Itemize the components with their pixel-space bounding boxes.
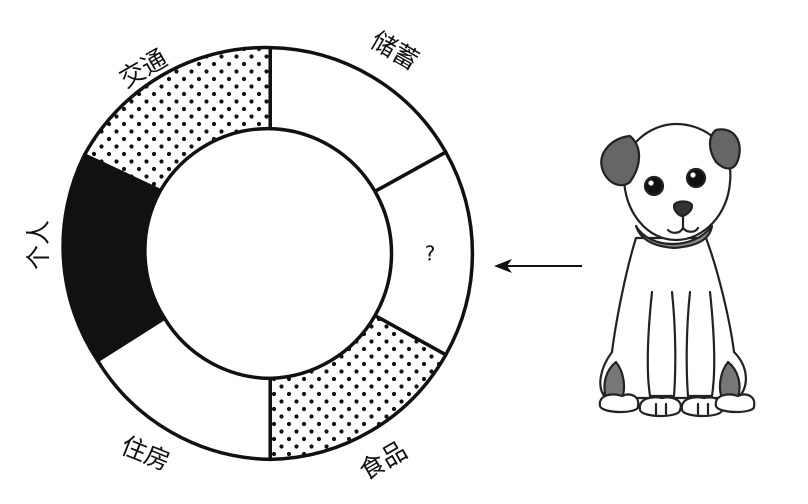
label-food: 食品 — [354, 436, 412, 486]
dog-icon — [598, 122, 756, 418]
label-savings: 储蓄 — [366, 26, 424, 76]
label-housing: 住房 — [117, 431, 174, 477]
label-personal: 个人 — [24, 220, 53, 270]
segment-transport — [82, 45, 272, 193]
donut-ring — [61, 45, 475, 462]
arrow-left-icon — [494, 259, 582, 273]
unknown-segment-question: ? — [425, 242, 436, 266]
